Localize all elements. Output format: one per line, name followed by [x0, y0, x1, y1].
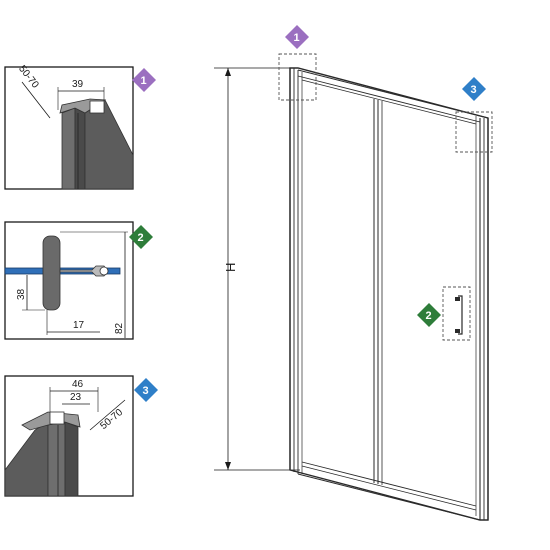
callout-2: 2: [417, 286, 471, 341]
detail-2-handle-offset-dim: 17: [73, 320, 85, 331]
detail-3-badge: [134, 378, 158, 402]
callout-3-badge-number: 3: [471, 84, 477, 96]
callout-1-box: [278, 53, 317, 101]
callout-2-badge-number: 2: [426, 310, 432, 322]
callout-3: 3: [455, 77, 493, 153]
detail-2-total-height-dim: 82: [114, 322, 125, 334]
detail-2-badge: [129, 225, 153, 249]
callout-1: 1: [278, 25, 317, 101]
detail-3-inner-width-dim: 23: [70, 392, 82, 403]
shower-door: [289, 67, 489, 521]
height-dimension: H: [214, 67, 300, 471]
detail-3-profile-side: [64, 421, 79, 497]
detail-3-channel: [49, 411, 65, 425]
detail-3-depth-dim-line: [89, 399, 126, 431]
callout-2-badge: [417, 303, 441, 327]
detail-1-badge-number: 1: [141, 75, 147, 87]
detail-2-handle-grip: [42, 235, 61, 311]
detail-1-channel: [89, 100, 105, 114]
detail-2-badge-number: 2: [138, 232, 144, 244]
detail-3-profile-front: [47, 421, 66, 497]
detail-3-outer-width-dim: 46: [72, 379, 84, 390]
callout-1-badge-number: 1: [294, 32, 300, 44]
detail-1-width-dim: 39: [72, 79, 84, 90]
detail-1-panel: 39 50-70 1: [4, 64, 156, 190]
callout-1-badge: [285, 25, 309, 49]
detail-1-badge: [132, 68, 156, 92]
callout-3-box: [455, 111, 493, 153]
detail-3-badge-number: 3: [143, 385, 149, 397]
detail-3-panel: 46 23 50-70 3: [4, 375, 158, 497]
detail-2-panel: 38 17 82 2: [4, 221, 153, 340]
height-label: H: [223, 263, 238, 272]
detail-1-profile-front: [61, 107, 76, 190]
door-frame-outline: [289, 67, 489, 521]
callout-3-badge: [462, 77, 486, 101]
detail-2-handle-height-dim: 38: [16, 288, 27, 300]
detail-1-profile-side: [74, 107, 86, 190]
detail-1-depth-dim-line: [21, 81, 51, 119]
door-handle: [458, 295, 463, 335]
